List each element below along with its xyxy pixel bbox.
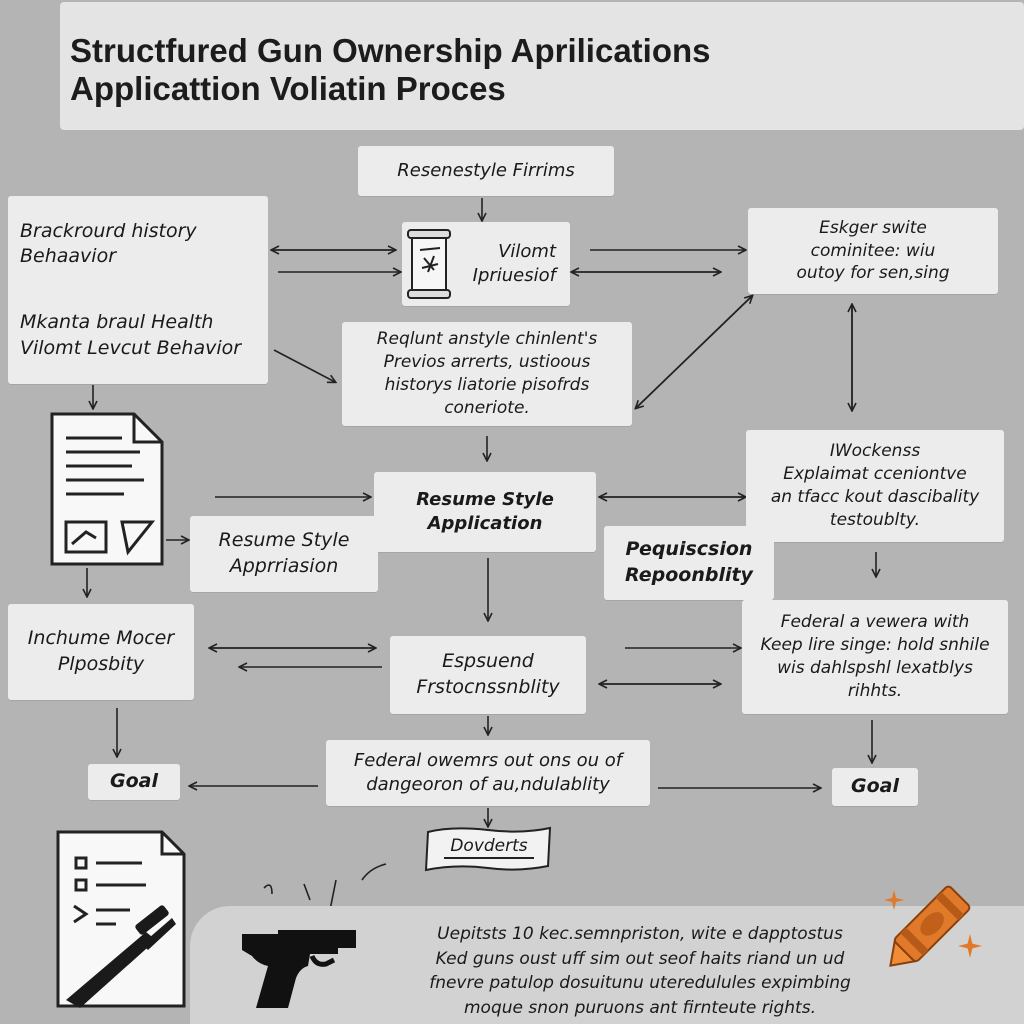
resume-style-application-line-2: Application: [427, 513, 543, 534]
pequiscsion-line-2: Repoonblity: [625, 564, 753, 586]
history-records-line-2: Previos arrerts, ustioous: [383, 352, 591, 373]
resenestyle-firms-label: Resenestyle Firrims: [397, 159, 575, 181]
committee-box: Eskger swite cominitee: wiu outoy for se…: [748, 208, 998, 294]
federal-rights-line-2: Keep lire singe: hold snhile: [760, 635, 990, 656]
goal-left-box: Goal: [88, 764, 180, 800]
explanation-line-3: an tfacc kout dascibality: [770, 487, 980, 507]
scroll-icon: [407, 229, 451, 299]
title-line-2: Applicattion Voliatin Proces: [70, 70, 506, 107]
committee-line-3: outoy for sen,sing: [796, 263, 950, 284]
pequiscsion-line-1: Pequiscsion: [625, 538, 753, 561]
federal-owners-line-1: Federal owemrs out ons ou of: [353, 749, 623, 771]
goal-right-label: Goal: [851, 775, 899, 798]
resume-style-application-box: Resume Style Application: [374, 472, 596, 552]
federal-owners-line-2: dangeoron of au,ndulablity: [366, 774, 610, 795]
federal-rights-line-1: Federal a vewera with: [780, 612, 970, 633]
explanation-line-4: testoublty.: [829, 509, 921, 530]
resume-style-appraisal-line-2: Apprriasion: [229, 555, 339, 577]
explanation-line-2: Explaimat cceniontve: [783, 464, 967, 485]
title-line-1: Structfured Gun Ownership Aprilications: [70, 32, 711, 69]
bottom-note-line-4: moque snon puruons ant firnteute rights.: [463, 997, 816, 1018]
background-history-line-2: Behaavior: [20, 245, 117, 268]
goal-left-label: Goal: [110, 770, 158, 793]
violent-line-1: Vilomt: [498, 240, 556, 262]
bottom-note-line-3: fnevre patulop dosuitunu uteredulules ex…: [429, 973, 851, 994]
background-history-box: Brackrourd history Behaavior Mkanta brau…: [8, 196, 268, 384]
federal-rights-line-4: rihhts.: [847, 680, 903, 701]
inchume-line-1: Inchume Mocer: [27, 627, 175, 650]
resume-style-application-line-1: Resume Style: [416, 488, 554, 510]
resenestyle-firms-box: Resenestyle Firrims: [358, 146, 614, 196]
background-history-line-1: Brackrourd history: [20, 219, 197, 242]
federal-rights-box: Federal a vewera with Keep lire singe: h…: [742, 600, 1008, 714]
sparkle-icon: [884, 890, 904, 910]
goal-right-box: Goal: [832, 768, 918, 806]
history-records-line-1: Reqlunt anstyle chinlent's: [376, 329, 598, 350]
bottom-note-line-1: Uepitsts 10 kec.semnpriston, wite e dapp…: [437, 924, 843, 944]
resume-style-appraisal-line-1: Resume Style: [218, 529, 350, 552]
federal-rights-line-3: wis dahlspshl lexatblys: [777, 658, 973, 678]
inchume-box: Inchume Mocer Plposbity: [8, 604, 194, 700]
banner-label: Dovderts: [450, 836, 528, 856]
rifle-document-icon: [56, 830, 186, 1008]
pequiscsion-box: Pequiscsion Repoonblity: [604, 526, 774, 600]
document-icon: [50, 412, 164, 566]
background-history-line-3: Mkanta braul Health: [20, 311, 214, 333]
history-records-line-4: coneriote.: [444, 397, 530, 418]
violent-line-2: Ipriuesiof: [472, 265, 556, 286]
background-history-line-4: Vilomt Levcut Behavior: [20, 336, 242, 359]
history-records-box: Reqlunt anstyle chinlent's Previos arrer…: [342, 322, 632, 426]
pistol-icon: [242, 930, 356, 1008]
explanation-box: IWockenss Explaimat cceniontve an tfacc …: [746, 430, 1004, 542]
committee-line-2: cominitee: wiu: [810, 240, 936, 261]
committee-line-1: Eskger swite: [819, 217, 927, 238]
banner-shape: [424, 826, 552, 872]
federal-owners-box: Federal owemrs out ons ou of dangeoron o…: [326, 740, 650, 806]
bottom-note-line-2: Ked guns oust uff sim out seof haits ria…: [435, 948, 845, 969]
history-records-line-3: historys liatorie pisofrds: [384, 375, 590, 395]
espsuend-line-2: Frstocnssnblity: [416, 676, 560, 698]
espsuend-box: Espsuend Frstocnssnblity: [390, 636, 586, 714]
explanation-line-1: IWockenss: [829, 441, 921, 462]
espsuend-line-1: Espsuend: [442, 650, 534, 673]
crayon-icon: [889, 885, 971, 967]
resume-style-appraisal-box: Resume Style Apprriasion: [190, 516, 378, 592]
sparkle-icon: [958, 934, 982, 958]
inchume-line-2: Plposbity: [57, 653, 145, 675]
title-banner: Structfured Gun Ownership Aprilications …: [60, 2, 1024, 130]
bottom-note-text: Uepitsts 10 kec.semnpriston, wite e dapp…: [380, 922, 900, 1021]
